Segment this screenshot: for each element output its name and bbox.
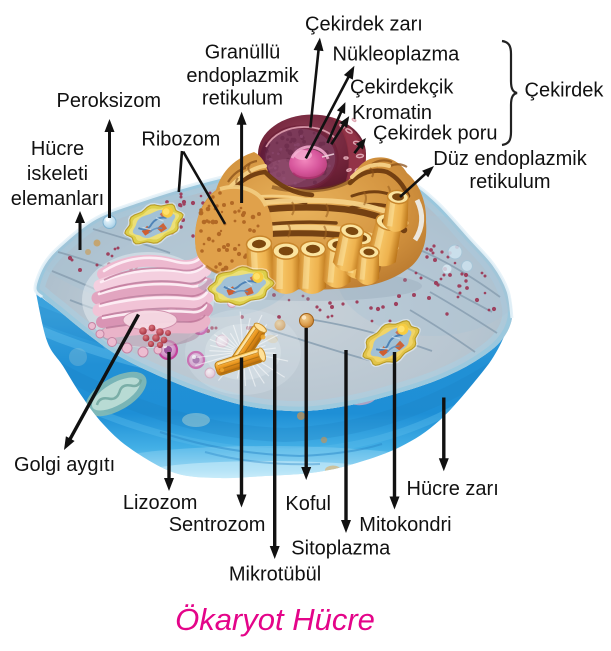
svg-text:retikulum: retikulum	[202, 88, 283, 110]
svg-text:elemanları: elemanları	[11, 188, 104, 210]
svg-text:Nükleoplazma: Nükleoplazma	[333, 44, 461, 66]
svg-text:Golgi aygıtı: Golgi aygıtı	[14, 454, 115, 476]
svg-text:endoplazmik: endoplazmik	[186, 65, 299, 87]
svg-text:retikulum: retikulum	[469, 171, 550, 193]
svg-text:Koful: Koful	[285, 493, 331, 515]
svg-text:Hücre zarı: Hücre zarı	[407, 478, 499, 500]
svg-text:Çekirdekçik: Çekirdekçik	[350, 77, 454, 99]
svg-text:Granüllü: Granüllü	[205, 42, 281, 64]
svg-text:Ribozom: Ribozom	[141, 129, 220, 151]
svg-text:Sentrozom: Sentrozom	[169, 514, 266, 536]
svg-text:Çekirdek poru: Çekirdek poru	[373, 123, 498, 145]
svg-text:Düz endoplazmik: Düz endoplazmik	[433, 148, 587, 170]
svg-text:Çekirdek: Çekirdek	[525, 80, 605, 102]
svg-text:iskeleti: iskeleti	[27, 163, 88, 185]
svg-text:Hücre: Hücre	[31, 138, 84, 160]
svg-text:Mitokondri: Mitokondri	[359, 514, 451, 536]
svg-text:Peroksizom: Peroksizom	[57, 90, 161, 112]
svg-text:Lizozom: Lizozom	[123, 492, 197, 514]
svg-text:Sitoplazma: Sitoplazma	[291, 538, 391, 560]
svg-text:Ökaryot Hücre: Ökaryot Hücre	[175, 602, 375, 637]
svg-text:Çekirdek zarı: Çekirdek zarı	[305, 14, 423, 36]
svg-text:Kromatin: Kromatin	[352, 102, 432, 124]
svg-text:Mikrotübül: Mikrotübül	[229, 564, 321, 586]
